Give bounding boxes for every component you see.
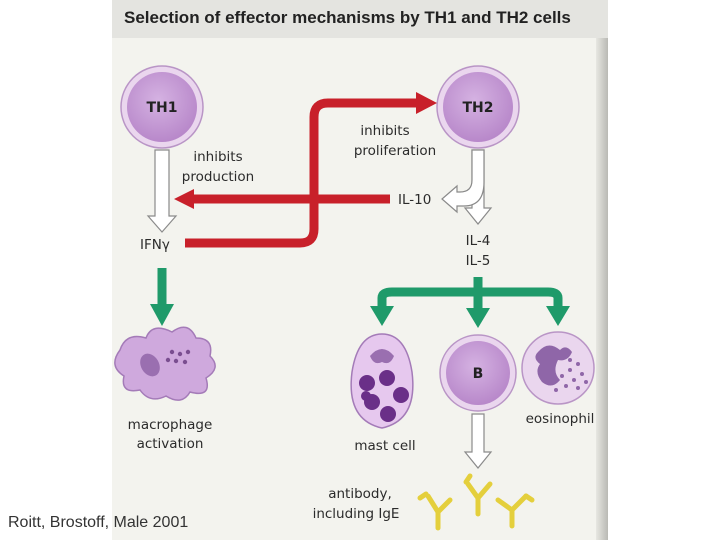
th2-cell: TH2 [436,65,520,149]
macrophage-label-2: activation [137,436,204,452]
eosinophil-label: eosinophil [526,411,595,427]
il10-arrowhead [174,189,194,209]
inhibits-proliferation-label-2: proliferation [354,143,436,159]
b-cell: B [439,334,517,412]
macrophage-arrowhead [150,304,174,326]
figure-title: Selection of effector mechanisms by TH1 … [124,8,571,28]
antibodies [417,473,535,531]
inhibits-production-label-1: inhibits [193,149,242,165]
th1-label: TH1 [146,100,177,116]
il5-label: IL-5 [466,253,491,269]
b-label: B [473,366,484,382]
il4-branch-arrows [370,277,570,328]
th1-to-ifn-arrow [146,149,178,233]
antibody-label-2: including IgE [313,506,400,522]
eosinophil-cell [521,331,595,405]
il10-label: IL-10 [398,192,431,208]
title-bar [112,0,608,38]
antibody-3 [495,493,535,529]
th2-label: TH2 [462,100,493,116]
th2-to-il10-arrow [441,149,485,214]
ifn-label: IFNγ [140,237,170,253]
th1-cell: TH1 [120,65,204,149]
antibody-label-1: antibody, [328,486,392,502]
antibody-2 [463,473,493,517]
title-text: Selection of effector mechanisms by TH1 … [124,8,571,27]
ifn-inhibits-arrow [185,98,418,248]
antibody-1 [417,491,453,531]
ifn-arrowhead [416,92,437,114]
mast-cell [350,333,414,429]
macrophage-cell [114,326,216,401]
inhibits-production-label-2: production [182,169,255,185]
macrophage-label-1: macrophage [128,417,213,433]
b-to-antibody-arrow [463,413,493,469]
inhibits-proliferation-label-1: inhibits [360,123,409,139]
mast-cell-label: mast cell [354,438,415,454]
page-edge-shadow [596,0,608,540]
il4-label: IL-4 [466,233,491,249]
citation: Roitt, Brostoff, Male 2001 [8,514,189,531]
